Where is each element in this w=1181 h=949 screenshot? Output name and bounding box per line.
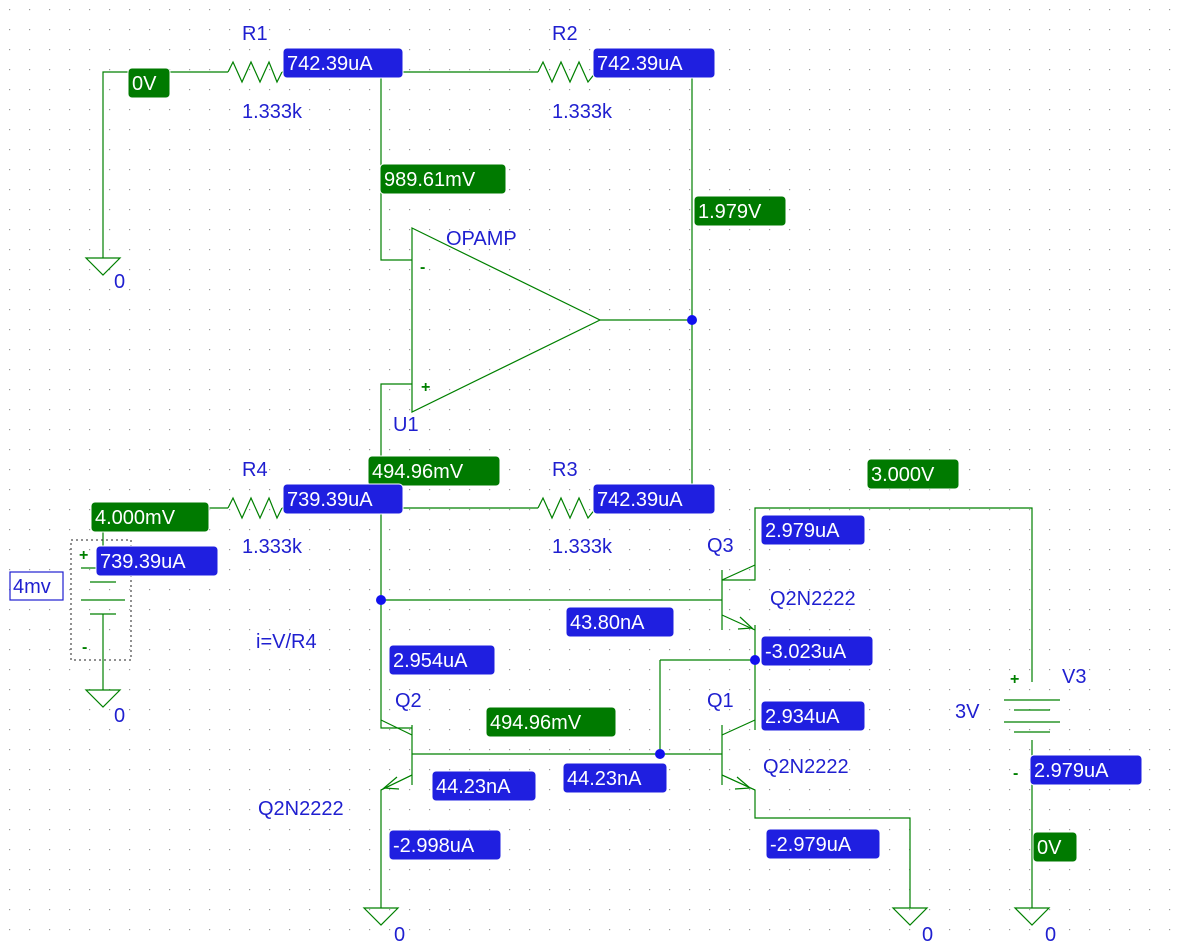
voltage-tag[interactable]: 3.000V — [866, 458, 960, 490]
vsrc-minus-label: - — [82, 639, 87, 656]
svg-text:-2.998uA: -2.998uA — [393, 835, 475, 857]
junction-dots — [376, 315, 760, 759]
svg-text:44.23nA: 44.23nA — [436, 776, 511, 798]
voltage-source-4mv[interactable]: + - 4mv — [9, 539, 132, 661]
v3-plus-label: + — [1010, 671, 1019, 688]
voltage-tag[interactable]: 0V — [1032, 831, 1078, 863]
v3-minus-label: - — [1013, 765, 1018, 782]
q1-ref-label: Q1 — [707, 690, 734, 712]
r1-value-label: 1.333k — [242, 101, 303, 123]
svg-text:4.000mV: 4.000mV — [95, 507, 176, 529]
svg-text:494.96mV: 494.96mV — [490, 712, 582, 734]
current-tag[interactable]: 44.23nA — [562, 762, 668, 794]
current-tag[interactable]: 2.979uA — [760, 514, 866, 546]
current-tag[interactable]: 44.23nA — [431, 770, 537, 802]
svg-text:44.23nA: 44.23nA — [567, 768, 642, 790]
voltage-tag[interactable]: 989.61mV — [379, 163, 507, 195]
current-tag[interactable]: 742.39uA — [282, 47, 404, 79]
q2-model-label: Q2N2222 — [258, 798, 344, 820]
svg-text:2.954uA: 2.954uA — [393, 650, 468, 672]
r2-value-label: 1.333k — [552, 101, 613, 123]
current-tag[interactable]: 742.39uA — [592, 483, 716, 515]
current-tag[interactable]: 739.39uA — [95, 545, 219, 577]
v3-value-label: 3V — [955, 701, 980, 723]
resistor-r1[interactable]: R1 1.333k — [227, 23, 303, 123]
svg-text:2.934uA: 2.934uA — [765, 706, 840, 728]
svg-text:2.979uA: 2.979uA — [765, 520, 840, 542]
current-tag[interactable]: 2.979uA — [1029, 754, 1143, 786]
ground-label: 0 — [114, 705, 125, 727]
transistor-q1[interactable]: Q1 Q2N2222 — [707, 690, 849, 791]
vsrc-plus-label: + — [79, 547, 88, 564]
current-tag[interactable]: 43.80nA — [565, 606, 675, 638]
r2-ref-label: R2 — [552, 23, 578, 45]
opamp-model-label: OPAMP — [446, 228, 517, 250]
voltage-tag[interactable]: 0V — [127, 67, 171, 99]
current-tag[interactable]: -3.023uA — [760, 635, 874, 667]
svg-text:494.96mV: 494.96mV — [372, 461, 464, 483]
svg-text:989.61mV: 989.61mV — [384, 169, 476, 191]
svg-text:3.000V: 3.000V — [871, 464, 935, 486]
battery-v3[interactable]: + - V3 3V — [955, 666, 1086, 782]
svg-text:739.39uA: 739.39uA — [287, 489, 373, 511]
opamp-ref-label: U1 — [393, 414, 419, 436]
voltage-tag[interactable]: 4.000mV — [90, 501, 210, 533]
ground-symbol-3: 0 — [362, 907, 405, 946]
q1-model-label: Q2N2222 — [763, 756, 849, 778]
r1-ref-label: R1 — [242, 23, 268, 45]
svg-text:0V: 0V — [1037, 837, 1062, 859]
vsrc-value-label: 4mv — [13, 576, 51, 598]
q2-ref-label: Q2 — [395, 690, 422, 712]
resistor-r2[interactable]: R2 1.333k — [537, 23, 613, 123]
svg-text:2.979uA: 2.979uA — [1034, 760, 1109, 782]
current-tag[interactable]: 2.934uA — [760, 700, 866, 732]
transistor-q2[interactable]: Q2 Q2N2222 — [258, 690, 422, 820]
svg-text:739.39uA: 739.39uA — [100, 551, 186, 573]
ground-symbol-1: 0 — [84, 257, 125, 293]
voltage-tag[interactable]: 1.979V — [693, 195, 787, 227]
ground-label: 0 — [1045, 924, 1056, 946]
svg-text:43.80nA: 43.80nA — [570, 612, 645, 634]
svg-text:742.39uA: 742.39uA — [287, 53, 373, 75]
resistor-r4[interactable]: R4 1.333k — [227, 459, 303, 558]
ground-label: 0 — [394, 924, 405, 946]
r3-value-label: 1.333k — [552, 536, 613, 558]
current-tag[interactable]: 739.39uA — [282, 483, 404, 515]
voltage-tag[interactable]: 494.96mV — [485, 706, 617, 738]
r4-value-label: 1.333k — [242, 536, 303, 558]
opamp-minus-label: - — [420, 259, 425, 276]
ground-label: 0 — [114, 271, 125, 293]
ground-symbol-2: 0 — [84, 689, 125, 727]
ground-symbol-4: 0 — [891, 907, 933, 946]
transistor-q3[interactable]: Q3 Q2N2222 — [707, 535, 856, 631]
resistor-r3[interactable]: R3 1.333k — [537, 459, 613, 558]
v3-ref-label: V3 — [1062, 666, 1086, 688]
current-tag[interactable]: -2.979uA — [765, 828, 881, 860]
current-tag[interactable]: -2.998uA — [388, 829, 502, 861]
svg-text:742.39uA: 742.39uA — [597, 489, 683, 511]
voltage-tag[interactable]: 494.96mV — [367, 455, 501, 487]
svg-text:-3.023uA: -3.023uA — [765, 641, 847, 663]
formula-annotation: i=V/R4 — [256, 631, 317, 653]
svg-text:0V: 0V — [132, 73, 157, 95]
current-tag[interactable]: 742.39uA — [592, 47, 716, 79]
opamp-u1[interactable]: - + OPAMP U1 — [393, 227, 602, 436]
current-tag[interactable]: 2.954uA — [388, 644, 496, 676]
svg-text:-2.979uA: -2.979uA — [770, 834, 852, 856]
opamp-plus-label: + — [421, 379, 430, 396]
r4-ref-label: R4 — [242, 459, 268, 481]
ground-symbol-5: 0 — [1013, 907, 1056, 946]
svg-text:1.979V: 1.979V — [698, 201, 762, 223]
q3-model-label: Q2N2222 — [770, 588, 856, 610]
ground-label: 0 — [922, 924, 933, 946]
q3-ref-label: Q3 — [707, 535, 734, 557]
r3-ref-label: R3 — [552, 459, 578, 481]
svg-text:742.39uA: 742.39uA — [597, 53, 683, 75]
